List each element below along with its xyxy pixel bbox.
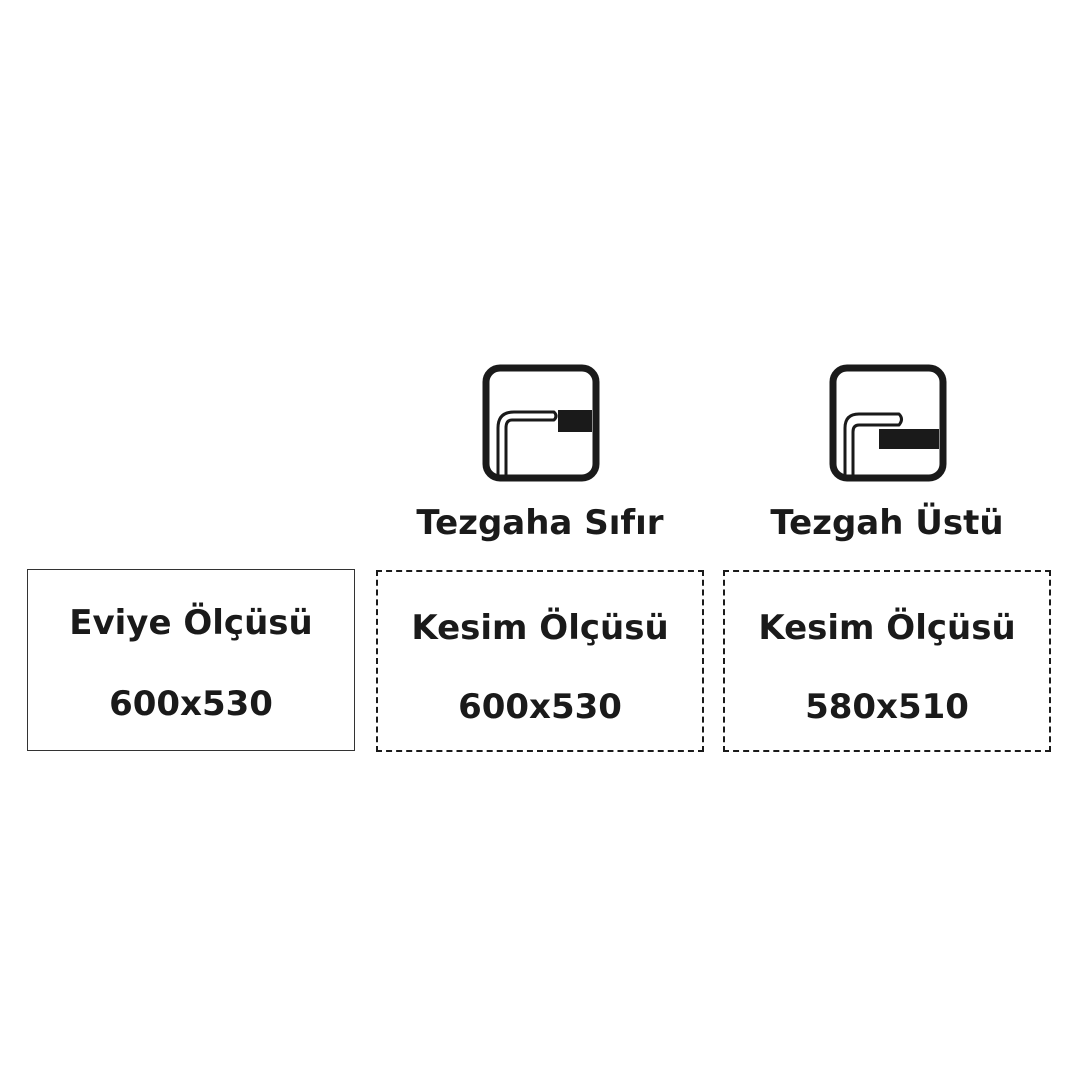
sink-dimension-value: 600x530 bbox=[109, 684, 273, 724]
top-cutout-box: Kesim Ölçüsü 580x510 bbox=[723, 570, 1051, 752]
flush-cutout-label: Kesim Ölçüsü bbox=[411, 608, 669, 648]
top-cutout-value: 580x510 bbox=[805, 687, 969, 727]
top-mount-title: Tezgah Üstü bbox=[770, 503, 1004, 543]
top-mount-sink-icon bbox=[829, 364, 947, 482]
flush-cutout-value: 600x530 bbox=[458, 687, 622, 727]
flush-cutout-box: Kesim Ölçüsü 600x530 bbox=[376, 570, 704, 752]
sink-dimension-box: Eviye Ölçüsü 600x530 bbox=[27, 569, 355, 751]
top-cutout-label: Kesim Ölçüsü bbox=[758, 608, 1016, 648]
sink-dimension-label: Eviye Ölçüsü bbox=[69, 603, 313, 643]
flush-mount-title: Tezgaha Sıfır bbox=[416, 503, 664, 543]
flush-mount-sink-icon bbox=[482, 364, 600, 482]
